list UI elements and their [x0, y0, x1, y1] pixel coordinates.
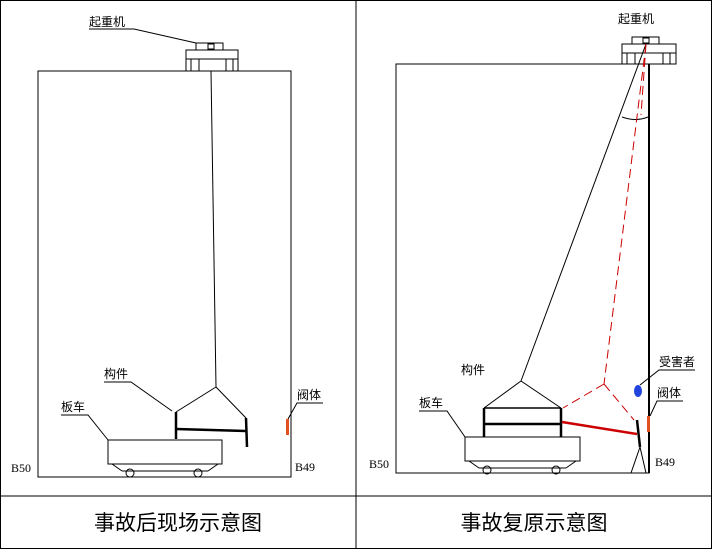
left-valve-label: 阀体: [297, 388, 321, 402]
victim-label: 受害者: [659, 354, 695, 369]
left-building: [37, 70, 292, 478]
right-b49-label: B49: [655, 455, 675, 469]
right-component: [482, 380, 563, 437]
left-flatcar-label: 板车: [61, 399, 85, 414]
right-swing-arc: [621, 116, 649, 120]
left-component-label: 构件: [104, 366, 128, 381]
right-valve-leader: [649, 400, 683, 417]
right-flatcar-leader: [419, 410, 466, 438]
right-crane-icon: [621, 36, 677, 65]
left-valve-icon: [286, 419, 289, 435]
left-flatcar: [107, 439, 223, 478]
right-wall-guide-b: [639, 446, 647, 474]
right-swung-beam: [561, 420, 638, 436]
left-b50-label: B50: [11, 461, 31, 475]
left-component-leader: [104, 381, 173, 412]
left-flatcar-leader: [61, 414, 109, 441]
right-flatcar-label: 板车: [419, 395, 443, 410]
right-valve-label: 阀体: [657, 386, 681, 400]
left-component: [174, 386, 249, 448]
victim-icon: [634, 385, 642, 397]
left-valve-leader: [287, 402, 323, 420]
right-caption: 事故复原示意图: [461, 511, 608, 535]
right-dashed-trajectory: [562, 43, 647, 421]
right-panel: 起重机 构件: [369, 12, 695, 475]
left-panel: 起重机 构件 板车 阀体 B50 B49: [11, 15, 323, 478]
left-crane-leader: [89, 28, 197, 44]
right-b50-label: B50: [369, 457, 389, 471]
victim-leader: [639, 369, 695, 386]
right-component-label: 构件: [461, 362, 485, 377]
right-cable: [520, 43, 647, 382]
right-building: [395, 63, 650, 474]
left-caption: 事故后现场示意图: [94, 511, 262, 535]
left-cable: [210, 70, 217, 388]
left-crane-label: 起重机: [89, 15, 125, 29]
right-valve-icon: [647, 416, 650, 432]
right-wall-guide-a: [630, 446, 641, 474]
right-swung-beam-end: [635, 419, 642, 448]
left-b49-label: B49: [295, 460, 315, 474]
right-flatcar: [464, 436, 581, 475]
right-crane-label: 起重机: [618, 12, 654, 26]
left-crane-icon: [185, 42, 239, 72]
